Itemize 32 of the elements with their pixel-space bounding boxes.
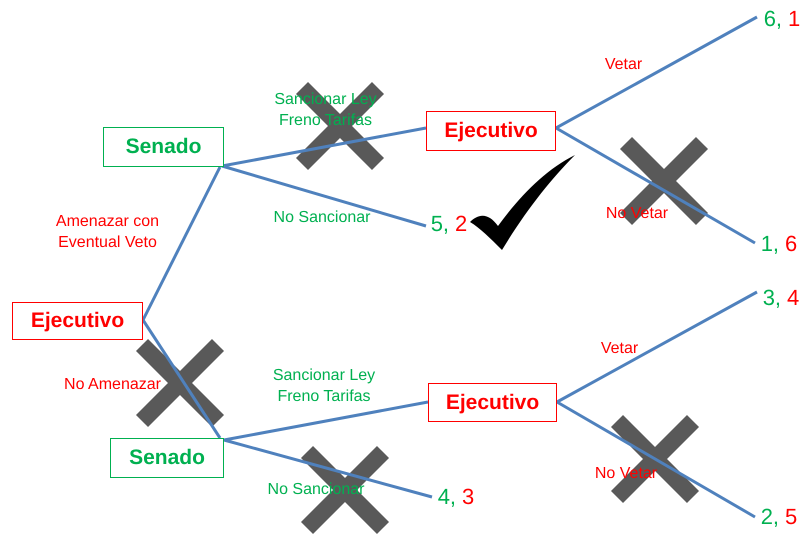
player-box: Ejecutivo	[426, 111, 556, 151]
payoff-value: 4	[787, 285, 800, 311]
branch-line	[555, 16, 758, 130]
payoff-value: 2,	[760, 504, 780, 530]
payoff-value: 4,	[438, 484, 456, 510]
edge-label: Sancionar Ley Freno Tarifas	[272, 366, 376, 407]
payoff-value: 5	[785, 504, 798, 530]
player-box: Ejecutivo	[12, 302, 143, 340]
payoff-value: 1	[788, 6, 800, 32]
payoff-value: 2	[455, 211, 468, 237]
branch-line	[222, 164, 426, 228]
payoff-value: 3,	[762, 285, 782, 311]
edge-label: Amenazar con Eventual Veto	[54, 212, 160, 253]
edge-label: No Amenazar	[63, 375, 162, 395]
branch-line	[142, 319, 222, 439]
player-box: Senado	[103, 127, 224, 167]
payoff-value: 6	[785, 231, 798, 257]
payoff-value: 3	[462, 484, 474, 510]
player-box: Senado	[110, 438, 224, 478]
branch-line	[224, 438, 432, 498]
branch-line	[142, 166, 222, 321]
payoff-value: 5,	[430, 211, 450, 237]
branch-line	[556, 400, 756, 518]
payoff-value: 1,	[760, 231, 780, 257]
branch-line	[224, 400, 428, 442]
player-box: Ejecutivo	[428, 383, 557, 422]
branch-line	[556, 290, 758, 404]
edge-label: Vetar	[604, 55, 644, 75]
edge-label: Vetar	[600, 339, 640, 359]
edge-label: No Sancionar	[272, 208, 372, 228]
branch-line	[555, 126, 756, 244]
payoff-value: 6,	[764, 6, 782, 32]
